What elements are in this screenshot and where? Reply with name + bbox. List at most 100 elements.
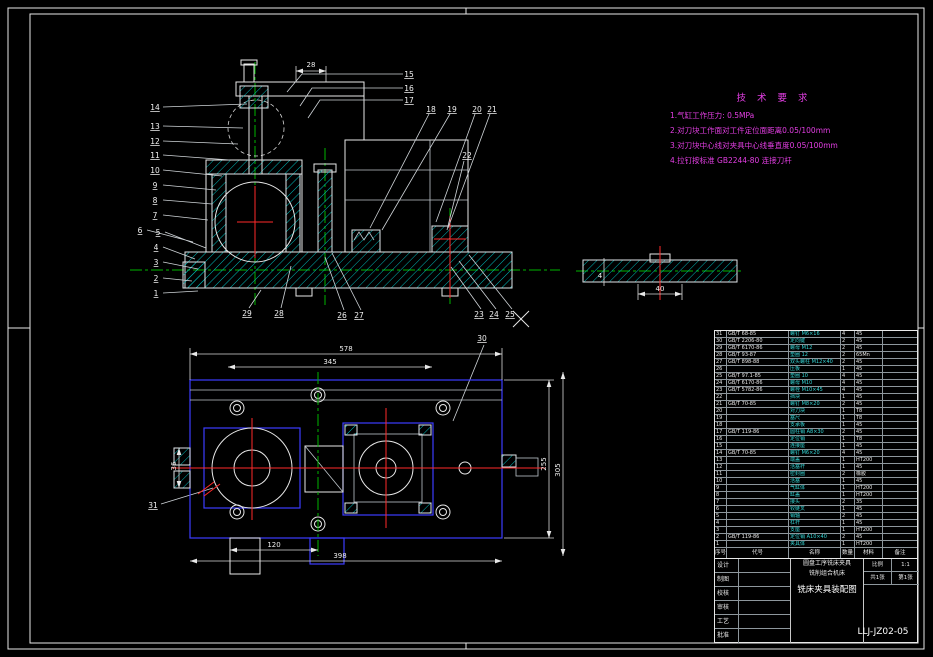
bom-cell-note <box>883 464 917 470</box>
bom-cell-mat: 45 <box>855 429 883 435</box>
bom-cell-code <box>727 492 789 498</box>
bom-cell-qty: 4 <box>841 380 855 386</box>
bom-cell-mat: 45 <box>855 443 883 449</box>
bom-cell-no: 7 <box>715 499 727 505</box>
bom-header-row: 序号 代号 名称 数量 材料 备注 <box>715 548 917 559</box>
callout-30: 30 <box>477 334 487 343</box>
bom-cell-no: 28 <box>715 352 727 358</box>
bom-cell-note <box>883 380 917 386</box>
sheet-frame <box>7 7 925 650</box>
bom-cell-note <box>883 401 917 407</box>
bom-cell-name: 定向键 <box>789 338 841 344</box>
bom-cell-note <box>883 415 917 421</box>
bom-header-code: 代号 <box>727 548 789 558</box>
bom-cell-name: 塞尺 <box>789 415 841 421</box>
bom-cell-code <box>727 478 789 484</box>
scale-value: 1:1 <box>892 559 919 572</box>
bom-cell-mat: 45 <box>855 373 883 379</box>
bom-cell-code: GB/T 6170-86 <box>727 345 789 351</box>
bom-cell-no: 5 <box>715 513 727 519</box>
bom-cell-mat: HT200 <box>855 485 883 491</box>
bom-cell-no: 18 <box>715 422 727 428</box>
bom-cell-no: 3 <box>715 527 727 533</box>
bom-cell-name: 定位销 A10×40 <box>789 534 841 540</box>
callout-4: 4 <box>154 243 159 252</box>
bom-cell-note <box>883 408 917 414</box>
bom-cell-name: 螺栓 M10×45 <box>789 387 841 393</box>
bom-cell-no: 19 <box>715 415 727 421</box>
bom-cell-code <box>727 541 789 547</box>
callout-12: 12 <box>150 137 160 146</box>
bom-cell-no: 15 <box>715 443 727 449</box>
callout-19: 19 <box>447 105 457 114</box>
bom-header-note: 备注 <box>894 550 906 556</box>
bom-cell-no: 11 <box>715 471 727 477</box>
bom-cell-qty: 1 <box>841 520 855 526</box>
callout-26: 26 <box>337 311 347 320</box>
bom-cell-note <box>883 387 917 393</box>
bom-cell-qty: 1 <box>841 415 855 421</box>
base-plate <box>184 251 513 289</box>
bom-cell-no: 27 <box>715 359 727 365</box>
dim-text: 36 <box>170 461 178 470</box>
callout-24: 24 <box>489 310 499 319</box>
bom-cell-no: 20 <box>715 408 727 414</box>
bom-cell-note <box>883 471 917 477</box>
tech-requirement-line: 3.对刀块中心线对夹具中心线垂直度0.05/100mm <box>670 141 838 150</box>
bom-cell-no: 9 <box>715 485 727 491</box>
bom-cell-qty: 1 <box>841 408 855 414</box>
bom-cell-mat: 45 <box>855 401 883 407</box>
bom-cell-code <box>727 394 789 400</box>
callout-27: 27 <box>354 311 364 320</box>
bom-cell-qty: 1 <box>841 541 855 547</box>
bom-cell-code: GB/T 119-86 <box>727 534 789 540</box>
bom-cell-note <box>883 345 917 351</box>
bom-cell-note <box>883 457 917 463</box>
bom-cell-qty: 1 <box>841 436 855 442</box>
callout-22: 22 <box>462 151 472 160</box>
callout-6: 6 <box>138 226 143 235</box>
bom-cell-note <box>883 338 917 344</box>
bom-cell-mat: 45 <box>855 338 883 344</box>
bom-cell-mat: T8 <box>855 415 883 421</box>
bom-cell-name: 圆柱销 A8×30 <box>789 429 841 435</box>
bom-cell-name: 垫圈 10 <box>789 373 841 379</box>
bom-cell-no: 1 <box>715 541 727 547</box>
bom-cell-note <box>883 443 917 449</box>
bom-cell-name: 活塞 <box>789 478 841 484</box>
bom-cell-qty: 2 <box>841 338 855 344</box>
bom-cell-note <box>883 506 917 512</box>
bom-cell-no: 24 <box>715 380 727 386</box>
bom-cell-note <box>883 478 917 484</box>
callout-16: 16 <box>404 84 414 93</box>
title-block-titles: 圆盘工序铣床夹具 铣削组合机床 铣床夹具装配图 <box>791 559 863 643</box>
callout-3: 3 <box>154 258 159 267</box>
bom-cell-code: GB/T 119-86 <box>727 429 789 435</box>
bom-cell-note <box>883 436 917 442</box>
callout-numbers: 14 13 12 11 10 9 8 7 6 5 4 3 2 1 15 16 1… <box>138 70 515 510</box>
technical-requirements: 技 术 要 求 1.气缸工作压力: 0.5MPa 2.对刀块工作面对工件定位面距… <box>670 90 878 168</box>
bom-cell-name: 接头 <box>789 499 841 505</box>
bom-cell-qty: 4 <box>841 387 855 393</box>
bom-cell-name: 夹具体 <box>789 541 841 547</box>
bom-cell-code <box>727 513 789 519</box>
bom-cell-note <box>883 541 917 547</box>
bom-cell-qty: 2 <box>841 513 855 519</box>
bom-cell-code <box>727 506 789 512</box>
bom-cell-no: 25 <box>715 373 727 379</box>
callout-14: 14 <box>150 103 160 112</box>
plan-view: 578 345 255 305 36 120 398 <box>170 345 566 575</box>
bom-cell-code: GB/T 93-87 <box>727 352 789 358</box>
front-section-view: 28 <box>130 59 560 328</box>
